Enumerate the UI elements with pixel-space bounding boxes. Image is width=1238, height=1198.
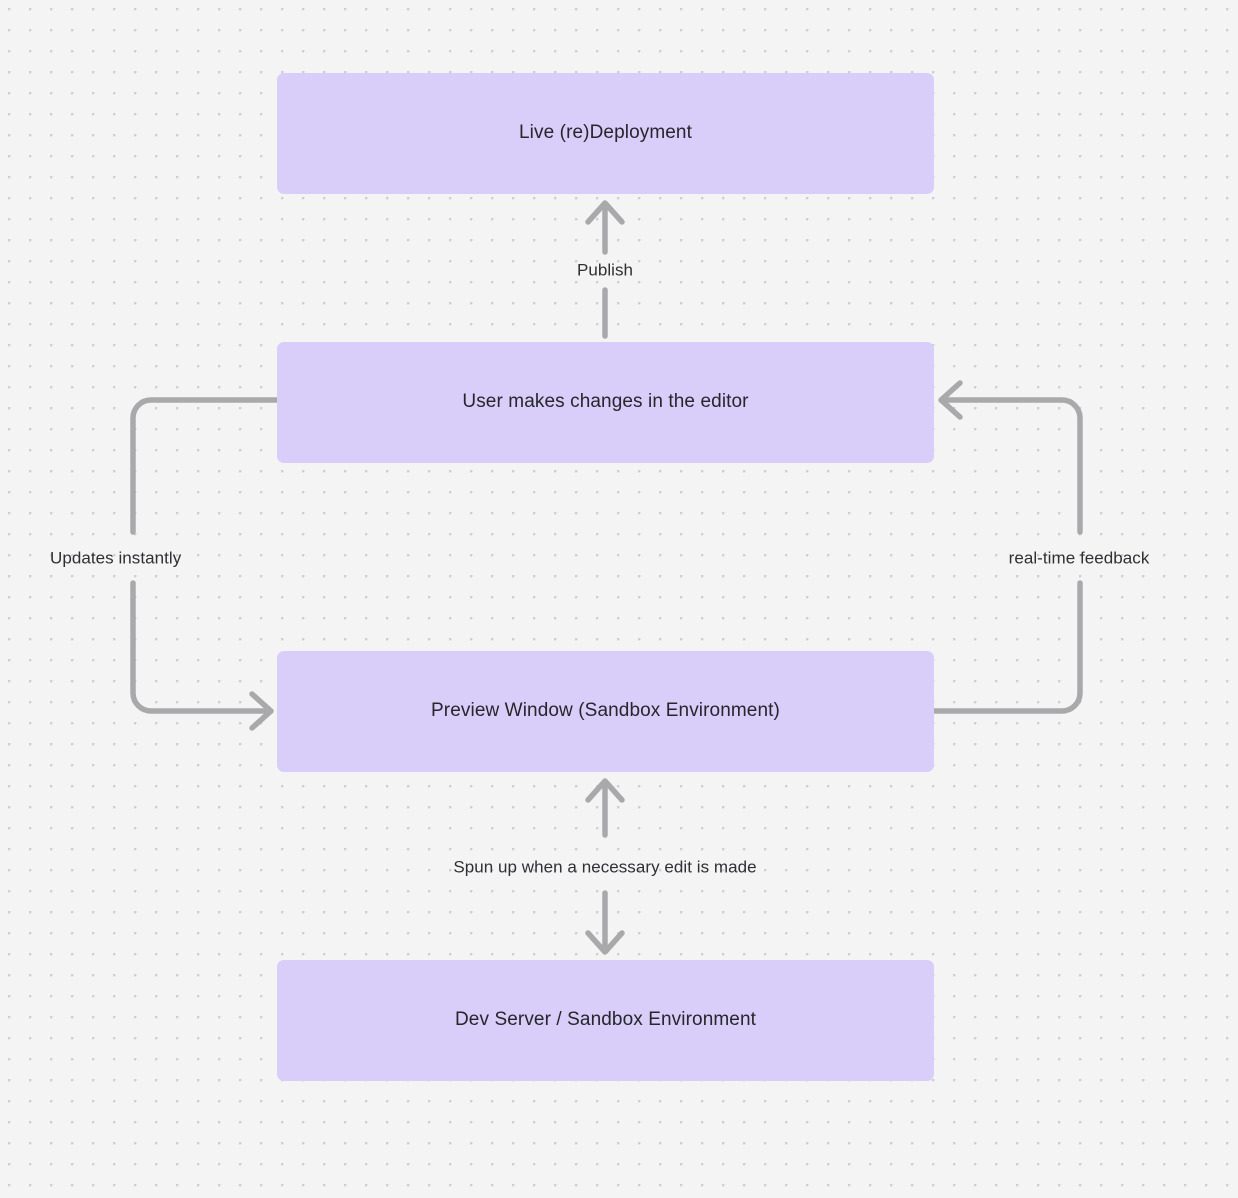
node-preview-window-label: Preview Window (Sandbox Environment) bbox=[431, 700, 780, 722]
node-live-deployment[interactable]: Live (re)Deployment bbox=[277, 73, 934, 194]
node-user-edits-label: User makes changes in the editor bbox=[462, 391, 749, 413]
node-user-edits[interactable]: User makes changes in the editor bbox=[277, 342, 934, 463]
edge-label-publish: Publish bbox=[576, 260, 634, 280]
node-preview-window[interactable]: Preview Window (Sandbox Environment) bbox=[277, 651, 934, 772]
node-live-deployment-label: Live (re)Deployment bbox=[519, 122, 692, 144]
node-dev-server-label: Dev Server / Sandbox Environment bbox=[454, 1009, 756, 1031]
edge-real-time-feedback bbox=[931, 380, 1083, 714]
edge-label-real-time-feedback: real-time feedback bbox=[1008, 548, 1150, 568]
node-dev-server[interactable]: Dev Server / Sandbox Environment bbox=[277, 960, 934, 1081]
edge-label-updates-instantly: Updates instantly bbox=[50, 548, 182, 568]
edge-label-spun-up: Spun up when a necessary edit is made bbox=[453, 857, 757, 877]
